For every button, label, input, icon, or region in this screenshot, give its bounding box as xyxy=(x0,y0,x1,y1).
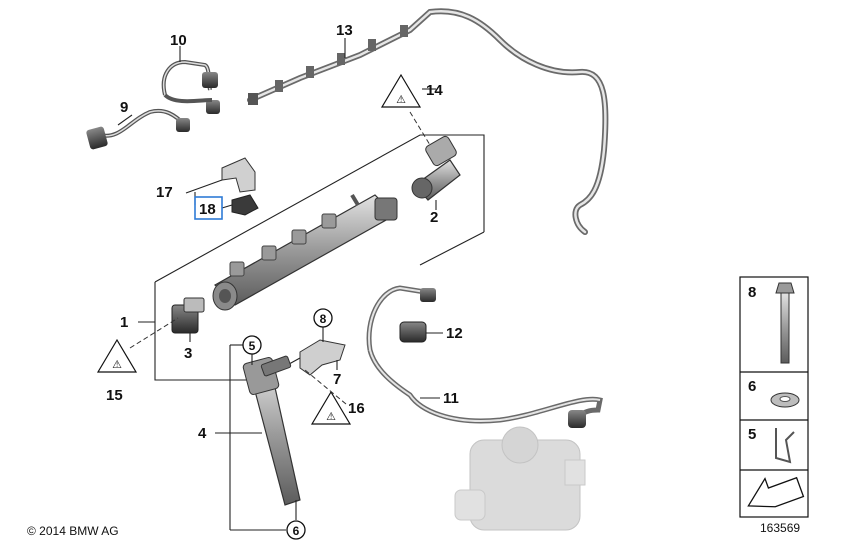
callout-10: 10 xyxy=(170,32,187,49)
callout-18-highlight xyxy=(194,196,223,220)
callouts: 10 9 13 14 17 2 1 3 15 4 7 16 12 11 5 8 … xyxy=(106,22,463,540)
callout-13: 13 xyxy=(336,22,353,39)
svg-text:⚠: ⚠ xyxy=(326,411,336,423)
copyright-text: © 2014 BMW AG xyxy=(27,524,119,538)
callout-9: 9 xyxy=(120,99,128,116)
callout-5-circle xyxy=(242,335,262,355)
svg-text:⚠: ⚠ xyxy=(112,359,122,371)
part-1-fuel-rail[interactable] xyxy=(212,193,398,311)
callout-12: 12 xyxy=(446,325,463,342)
warning-triangle-16: ⚠ xyxy=(310,390,352,425)
callout-18: 18 xyxy=(199,201,216,218)
image-number: 163569 xyxy=(760,521,800,535)
leader-14 xyxy=(409,111,431,146)
warning-triangle-14: ⚠ xyxy=(380,73,422,108)
spring-clip-icon[interactable] xyxy=(775,428,795,464)
callout-7: 7 xyxy=(333,371,341,388)
callout-16: 16 xyxy=(348,400,365,417)
part-18-clip[interactable] xyxy=(231,194,259,216)
part-17-clip[interactable] xyxy=(221,157,256,193)
callout-8-circle xyxy=(313,308,333,328)
side-callout-6: 6 xyxy=(748,378,756,395)
callout-1: 1 xyxy=(120,314,128,331)
part-2-pressure-sensor[interactable] xyxy=(411,135,461,201)
part-10-wiring[interactable] xyxy=(161,59,220,114)
svg-text:⚠: ⚠ xyxy=(396,94,406,106)
part-11-fuel-line[interactable] xyxy=(366,285,603,428)
leader-lines xyxy=(117,38,443,531)
part-4-injector[interactable] xyxy=(242,355,301,506)
side-callout-5: 5 xyxy=(748,426,756,443)
washer-icon[interactable] xyxy=(770,392,800,408)
callout-14: 14 xyxy=(426,82,443,99)
callout-3: 3 xyxy=(184,345,192,362)
callout-6: 6 xyxy=(293,524,300,538)
side-callout-8: 8 xyxy=(748,284,756,301)
callout-8: 8 xyxy=(320,312,327,326)
callout-15: 15 xyxy=(106,387,123,404)
callout-4: 4 xyxy=(198,425,207,442)
bolt-icon[interactable] xyxy=(775,282,795,364)
callout-2: 2 xyxy=(430,209,438,226)
catalog-arrow-icon[interactable] xyxy=(741,468,805,515)
rail-group-frame xyxy=(154,134,485,381)
callout-11: 11 xyxy=(443,390,459,407)
part-7-clamp[interactable] xyxy=(299,339,346,376)
side-panel: 8 6 5 163569 xyxy=(739,276,809,535)
part-9-wiring[interactable] xyxy=(86,108,190,150)
callout-5: 5 xyxy=(249,339,256,353)
part-12-bracket[interactable] xyxy=(399,321,427,343)
high-pressure-pump[interactable] xyxy=(454,426,586,531)
callout-17: 17 xyxy=(156,184,173,201)
warning-triangle-15: ⚠ xyxy=(96,338,138,373)
part-13-line-harness[interactable] xyxy=(247,8,609,235)
part-3-sensor[interactable] xyxy=(171,297,205,334)
callout-6-circle xyxy=(286,520,306,540)
